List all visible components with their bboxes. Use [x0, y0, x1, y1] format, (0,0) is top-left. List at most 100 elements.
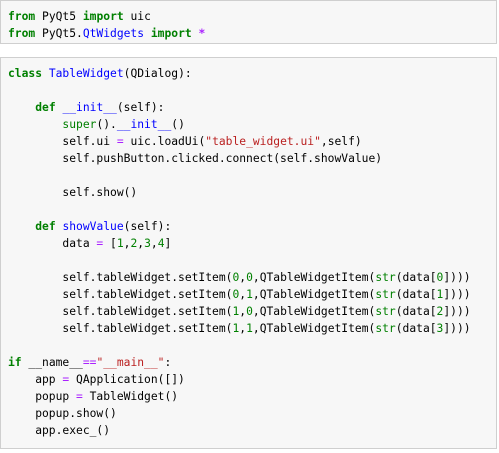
code-token: str — [375, 288, 396, 301]
code-token — [42, 67, 49, 80]
code-token: ]))) — [443, 322, 471, 335]
code-token: from — [8, 27, 36, 40]
code-token: 3 — [436, 322, 444, 335]
code-token: , — [239, 288, 247, 301]
code-token: , — [150, 237, 158, 250]
code-token: self.tableWidget.setItem( — [8, 288, 233, 301]
code-token: 0 — [436, 271, 444, 284]
code-token: super — [62, 118, 97, 131]
code-token: 1 — [232, 322, 240, 335]
code-line: class TableWidget(QDialog): — [8, 65, 496, 82]
code-token: self.ui — [8, 135, 117, 148]
code-token: showValue — [62, 220, 124, 233]
code-token: ,self) — [320, 135, 362, 148]
code-token: self.show() — [8, 186, 138, 199]
code-token: 1 — [436, 288, 444, 301]
code-token: uic — [123, 10, 151, 23]
code-token: __init__ — [116, 118, 172, 131]
code-token: ,QTableWidgetItem( — [252, 305, 376, 318]
code-token: () — [171, 118, 185, 131]
code-token: str — [375, 305, 396, 318]
code-line — [8, 201, 496, 218]
code-line: self.tableWidget.setItem(1,0,QTableWidge… — [8, 303, 496, 320]
code-line: self.pushButton.clicked.connect(self.sho… — [8, 150, 496, 167]
code-token: class — [8, 67, 43, 80]
code-line: self.tableWidget.setItem(0,1,QTableWidge… — [8, 286, 496, 303]
code-line — [8, 252, 496, 269]
code-token: 2 — [436, 305, 444, 318]
code-token: popup.show() — [8, 407, 117, 420]
code-token: : — [164, 356, 172, 369]
code-line — [8, 82, 496, 99]
code-line: from PyQt5.QtWidgets import * — [8, 25, 496, 42]
code-line: popup = TableWidget() — [8, 388, 496, 405]
code-token: app — [8, 373, 63, 386]
code-line — [8, 337, 496, 354]
code-token — [35, 10, 42, 23]
code-line: if __name__=="__main__": — [8, 354, 496, 371]
code-token: QtWidgets — [82, 27, 145, 40]
code-token: QApplication([]) — [69, 373, 185, 386]
code-token: 1 — [246, 322, 253, 335]
code-token: = — [96, 237, 104, 250]
code-token: str — [375, 322, 396, 335]
code-line: data = [1,2,3,4] — [8, 235, 496, 252]
code-token: , — [239, 305, 247, 318]
code-token: = — [62, 373, 70, 386]
code-token: = — [76, 390, 83, 403]
code-token: == — [82, 356, 97, 369]
code-line: def showValue(self): — [8, 218, 496, 235]
code-token: 1 — [232, 305, 240, 318]
code-line: from PyQt5 import uic — [8, 8, 496, 25]
code-token: 0 — [246, 271, 253, 284]
code-token: (data[ — [395, 322, 437, 335]
code-line: self.tableWidget.setItem(1,1,QTableWidge… — [8, 320, 496, 337]
code-token: 1 — [246, 288, 253, 301]
code-cell-tablewidget[interactable]: class TableWidget(QDialog): def __init__… — [0, 57, 497, 449]
code-token: ,QTableWidgetItem( — [252, 288, 376, 301]
code-token: (data[ — [395, 305, 437, 318]
code-token: if — [8, 356, 22, 369]
code-token: , — [239, 322, 247, 335]
code-token — [8, 118, 62, 131]
code-token: 0 — [232, 271, 240, 284]
code-token: app.exec_() — [8, 424, 111, 437]
code-token: "table_widget.ui" — [205, 135, 321, 148]
code-line: popup.show() — [8, 405, 496, 422]
code-token: ]))) — [443, 271, 471, 284]
code-token: ] — [164, 237, 172, 250]
code-token: 4 — [157, 237, 165, 250]
code-line: super().__init__() — [8, 116, 496, 133]
code-token: def — [35, 220, 56, 233]
code-token: * — [198, 27, 206, 40]
code-token: TableWidget() — [82, 390, 179, 403]
code-line: def __init__(self): — [8, 99, 496, 116]
code-token: uic.loadUi( — [123, 135, 206, 148]
code-line: app = QApplication([]) — [8, 371, 496, 388]
code-token — [8, 101, 35, 114]
code-token: 0 — [246, 305, 253, 318]
code-token: __name__ — [21, 356, 83, 369]
code-token: self.tableWidget.setItem( — [8, 271, 233, 284]
code-token: popup — [8, 390, 77, 403]
code-token: ]))) — [443, 288, 471, 301]
code-token: (self): — [123, 220, 172, 233]
code-token: 1 — [116, 237, 124, 250]
code-line: self.show() — [8, 184, 496, 201]
code-token: PyQt5 — [42, 10, 77, 23]
code-token: data — [8, 237, 97, 250]
code-token: from — [8, 10, 36, 23]
code-block-tablewidget[interactable]: class TableWidget(QDialog): def __init__… — [1, 58, 496, 439]
code-token: import — [82, 10, 124, 23]
code-token: 3 — [144, 237, 151, 250]
code-token: , — [137, 237, 145, 250]
code-token: ,QTableWidgetItem( — [252, 271, 376, 284]
code-token: 2 — [130, 237, 138, 250]
code-token: (). — [96, 118, 117, 131]
code-token: str — [375, 271, 396, 284]
code-token: self.pushButton.clicked.connect(self.sho… — [8, 152, 383, 165]
code-token: "__main__" — [96, 356, 165, 369]
code-token: (self): — [116, 101, 165, 114]
